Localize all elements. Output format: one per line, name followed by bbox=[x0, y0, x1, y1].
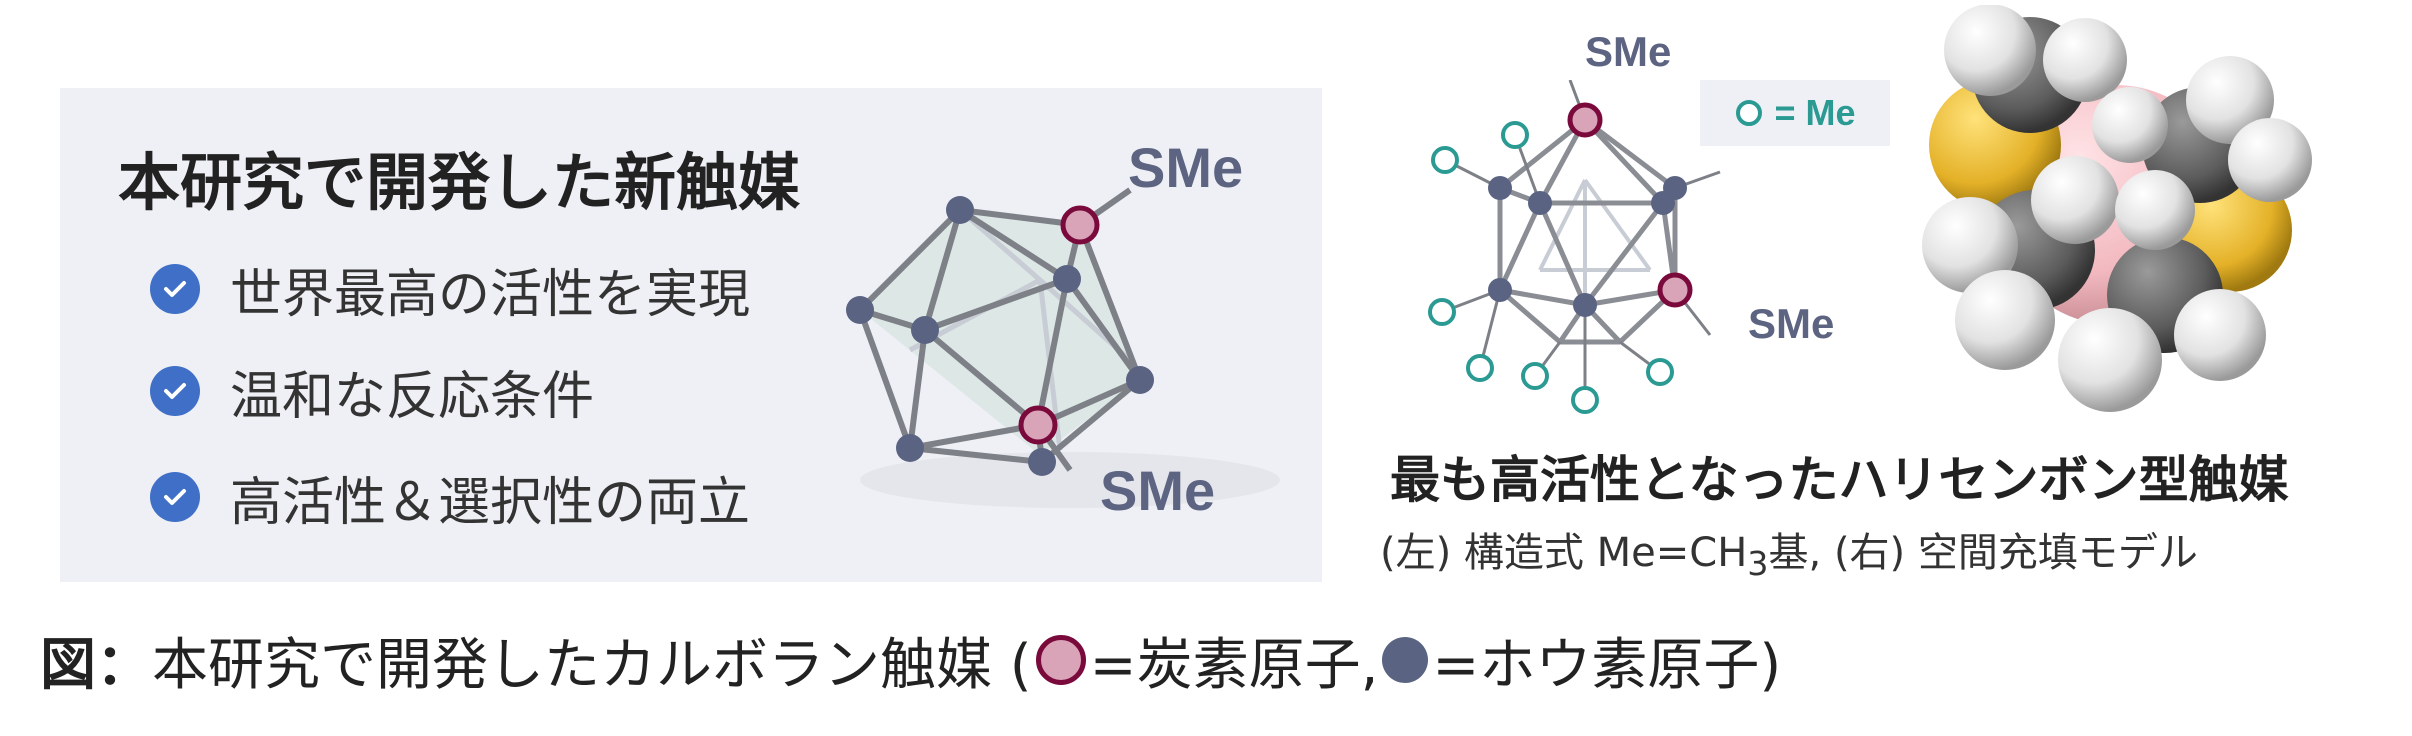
feature-text: 世界最高の活性を実現 bbox=[230, 264, 751, 325]
methyl-icon bbox=[1736, 100, 1763, 126]
sme-label: SMe bbox=[1585, 28, 1672, 75]
check-icon bbox=[150, 472, 200, 522]
boron-atom-icon bbox=[1382, 637, 1429, 683]
feature-item: 高活性＆選択性の両立 bbox=[150, 462, 751, 533]
carbon-atom-icon bbox=[1035, 635, 1086, 685]
space-filling-model bbox=[1922, 5, 2312, 412]
feature-item: 世界最高の活性を実現 bbox=[150, 254, 751, 325]
caption-text: 本研究で開発したカルボラン触媒 ( bbox=[152, 632, 1032, 698]
caption-carbon: =炭素原子, bbox=[1089, 632, 1379, 698]
feature-text: 高活性＆選択性の両立 bbox=[230, 472, 751, 533]
legend: = Me bbox=[1700, 80, 1890, 146]
structural-formula bbox=[1428, 80, 1721, 414]
sme-label: SMe bbox=[1128, 136, 1244, 199]
feature-text: 温和な反応条件 bbox=[230, 366, 595, 427]
sme-label: SMe bbox=[1100, 459, 1216, 522]
caption-boron: =ホウ素原子) bbox=[1432, 632, 1782, 698]
legend-text: = Me bbox=[1774, 92, 1856, 133]
feature-item: 温和な反応条件 bbox=[150, 356, 595, 427]
panel-title: 本研究で開発した新触媒 bbox=[118, 146, 801, 219]
sme-label: SMe bbox=[1748, 300, 1835, 347]
catalyst-subtitle: 最も高活性となったハリセンボン型触媒 bbox=[1390, 451, 2289, 509]
caption-lead: 図： bbox=[40, 632, 152, 698]
figure-caption: 図： 本研究で開発したカルボラン触媒 ( =炭素原子, =ホウ素原子) bbox=[40, 620, 1781, 700]
check-icon bbox=[150, 264, 200, 314]
carborane-polyhedron bbox=[846, 187, 1280, 508]
check-icon bbox=[150, 366, 200, 416]
model-note: (左) 構造式 Me=CH3基, (右) 空間充填モデル bbox=[1380, 530, 2198, 583]
